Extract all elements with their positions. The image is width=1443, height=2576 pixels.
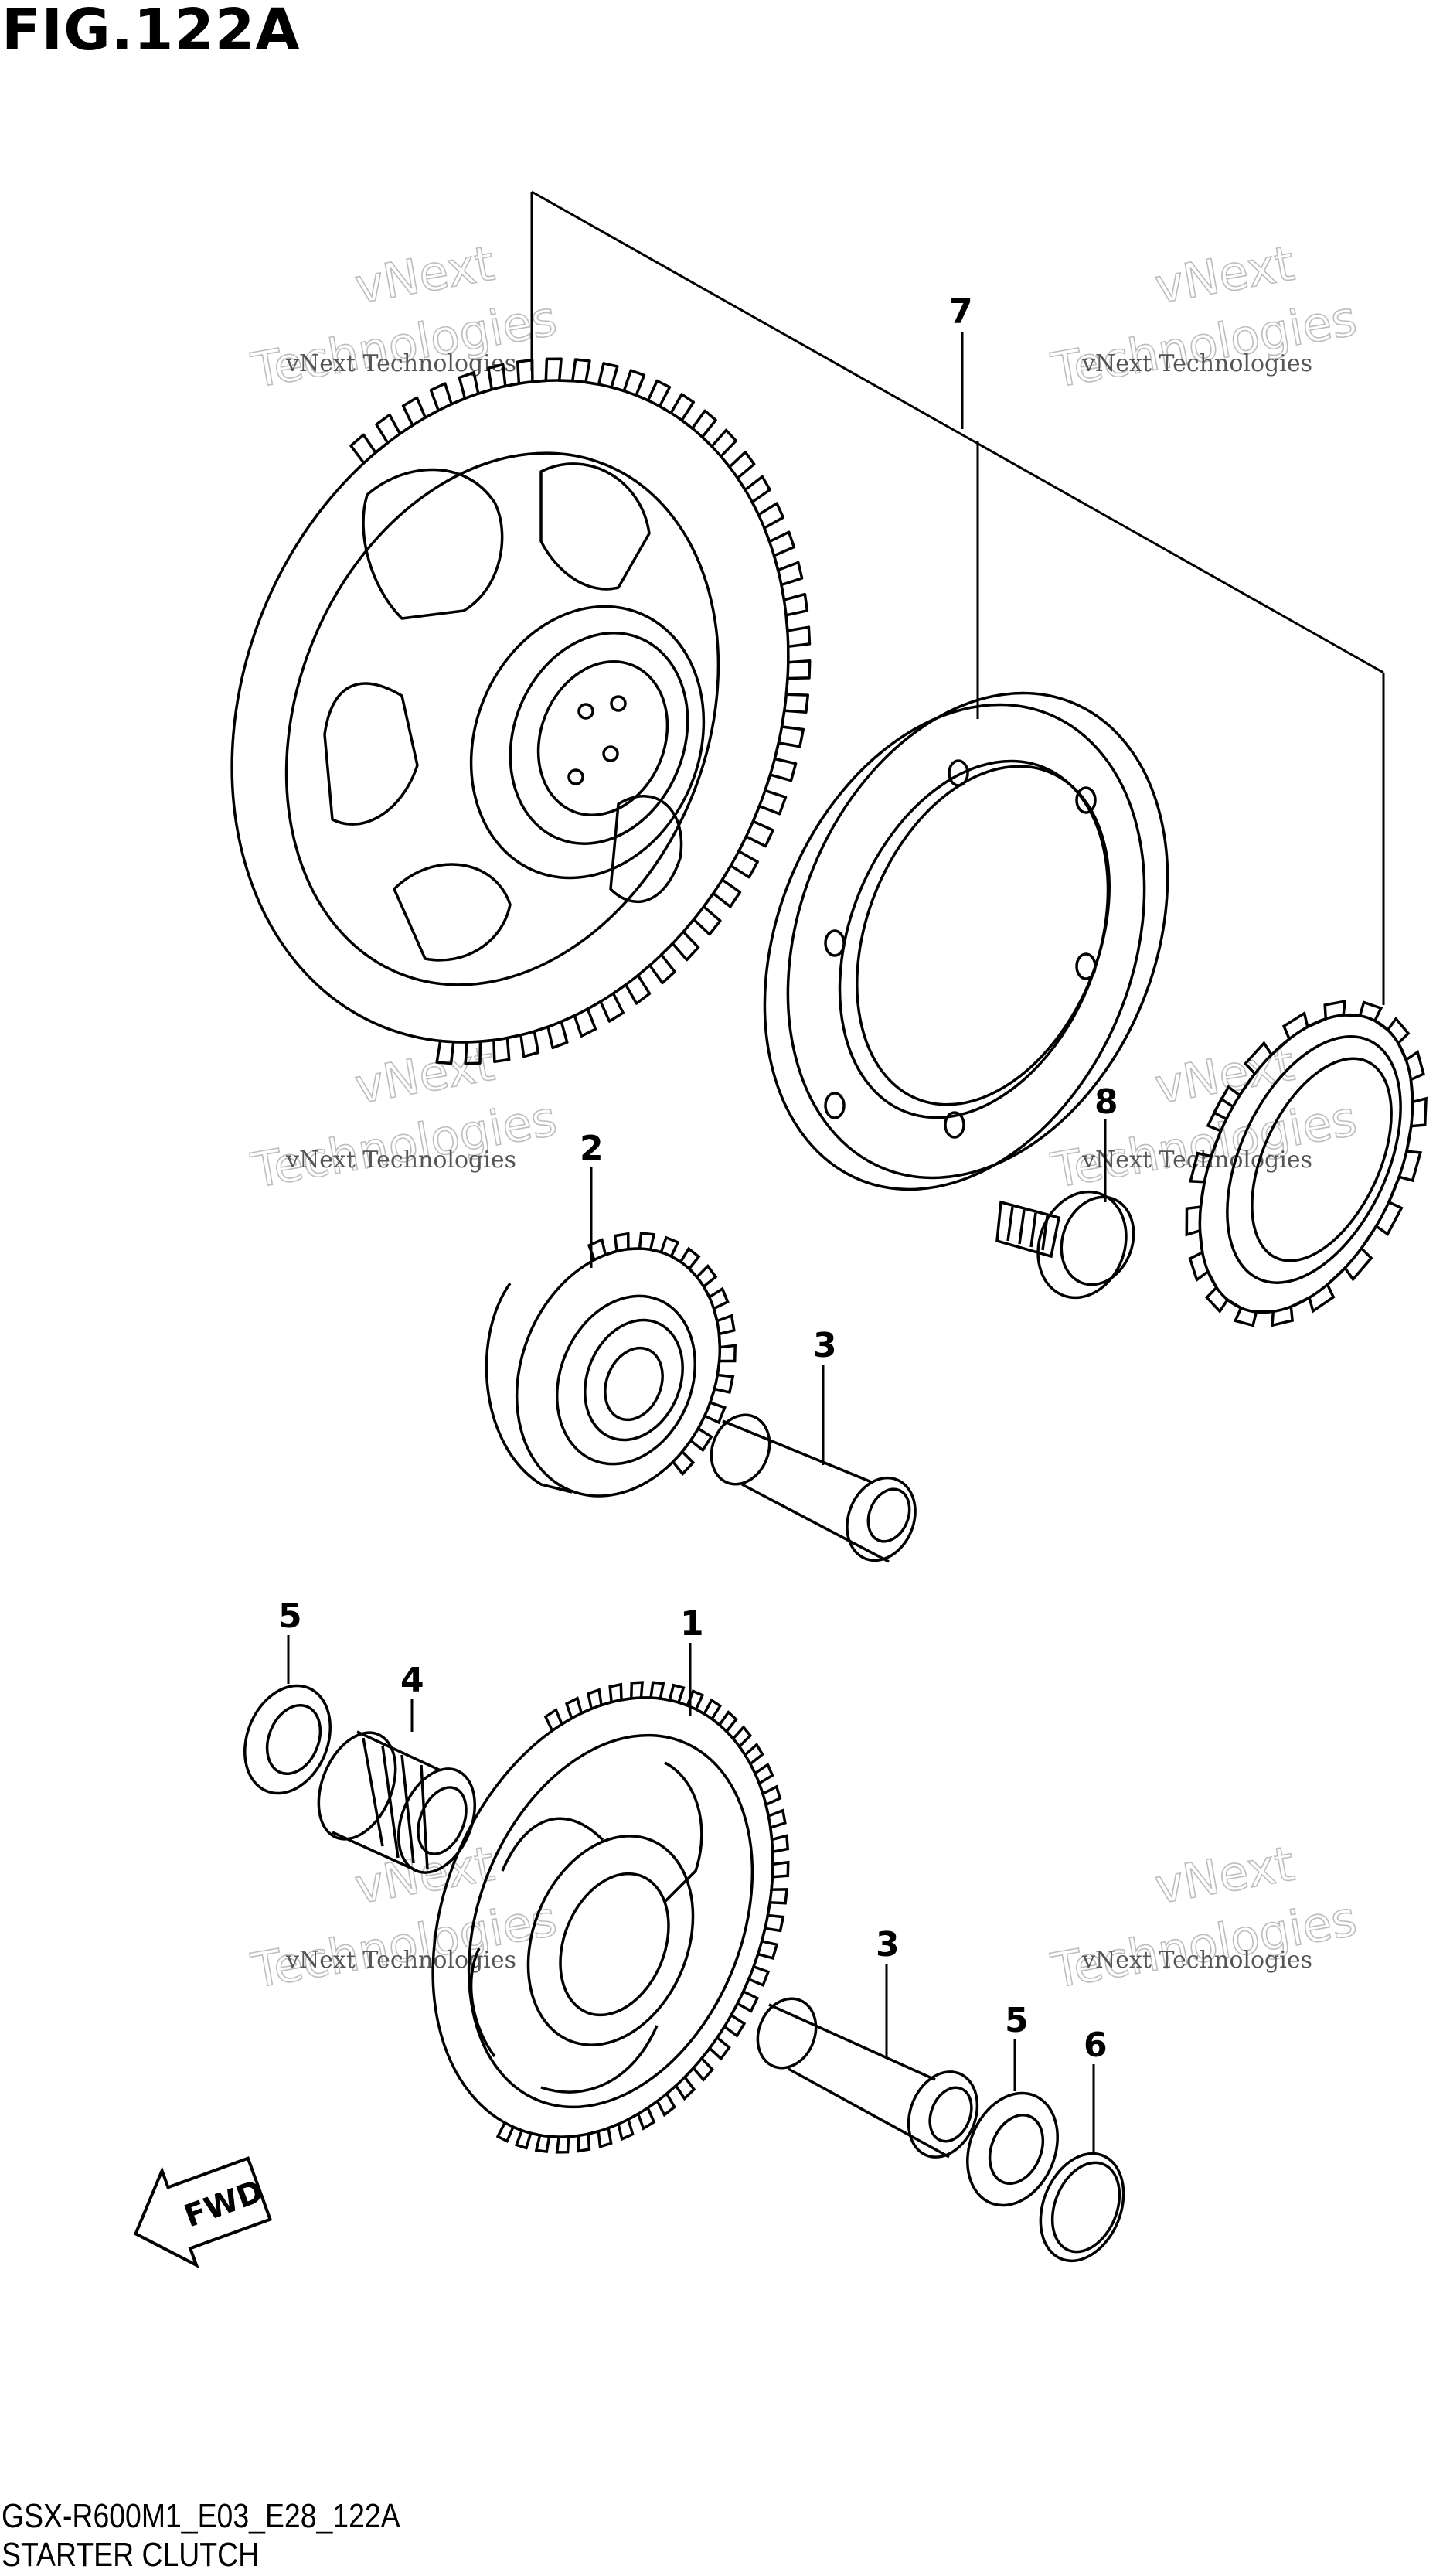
assembly-bracket — [530, 190, 1385, 1005]
fwd-arrow-icon — [133, 2156, 273, 2268]
watermark-small: vNext Technologies — [285, 1947, 516, 1974]
fwd-arrow: FWD — [133, 2156, 273, 2268]
callout-labels: 7 8 2 3 5 4 1 3 5 6 — [278, 292, 1118, 2065]
idle-gear-shaft-upper — [710, 1413, 917, 1563]
callout-1: 1 — [680, 1604, 704, 1644]
callout-4: 4 — [400, 1661, 424, 1700]
one-way-clutch — [1185, 999, 1428, 1327]
idle-gear-shaft-lower — [756, 1997, 979, 2159]
callout-3: 3 — [813, 1326, 837, 1365]
watermark-small: vNext Technologies — [285, 350, 516, 377]
starter-idle-gear-no2 — [485, 1232, 737, 1498]
callout-5: 5 — [278, 1596, 302, 1636]
figure-title: FIG.122A — [2, 0, 301, 63]
circlip — [1039, 2152, 1125, 2263]
watermark-small: vNext Technologies — [1081, 1947, 1312, 1974]
leader-lines — [287, 1119, 1107, 2153]
starter-driven-gear — [230, 357, 812, 1065]
figure-code: GSX-R600M1_E03_E28_122A — [2, 2497, 400, 2535]
starter-clutch-housing — [763, 691, 1169, 1191]
callout-2: 2 — [580, 1129, 604, 1168]
watermark-small: vNext Technologies — [1081, 350, 1312, 377]
needle-bearing — [317, 1730, 477, 1874]
callout-7: 7 — [949, 292, 973, 332]
bolt — [995, 1190, 1135, 1300]
watermark-small: vNext Technologies — [285, 1147, 516, 1174]
callout-6: 6 — [1084, 2026, 1108, 2065]
callout-8: 8 — [1094, 1082, 1118, 1122]
callout-3: 3 — [876, 1925, 900, 1964]
washer-left — [243, 1684, 332, 1795]
figure-caption: STARTER CLUTCH — [2, 2536, 260, 2574]
starter-idle-gear-no1 — [431, 1681, 790, 2154]
washer-right — [966, 2091, 1059, 2207]
callout-5: 5 — [1005, 2001, 1029, 2040]
